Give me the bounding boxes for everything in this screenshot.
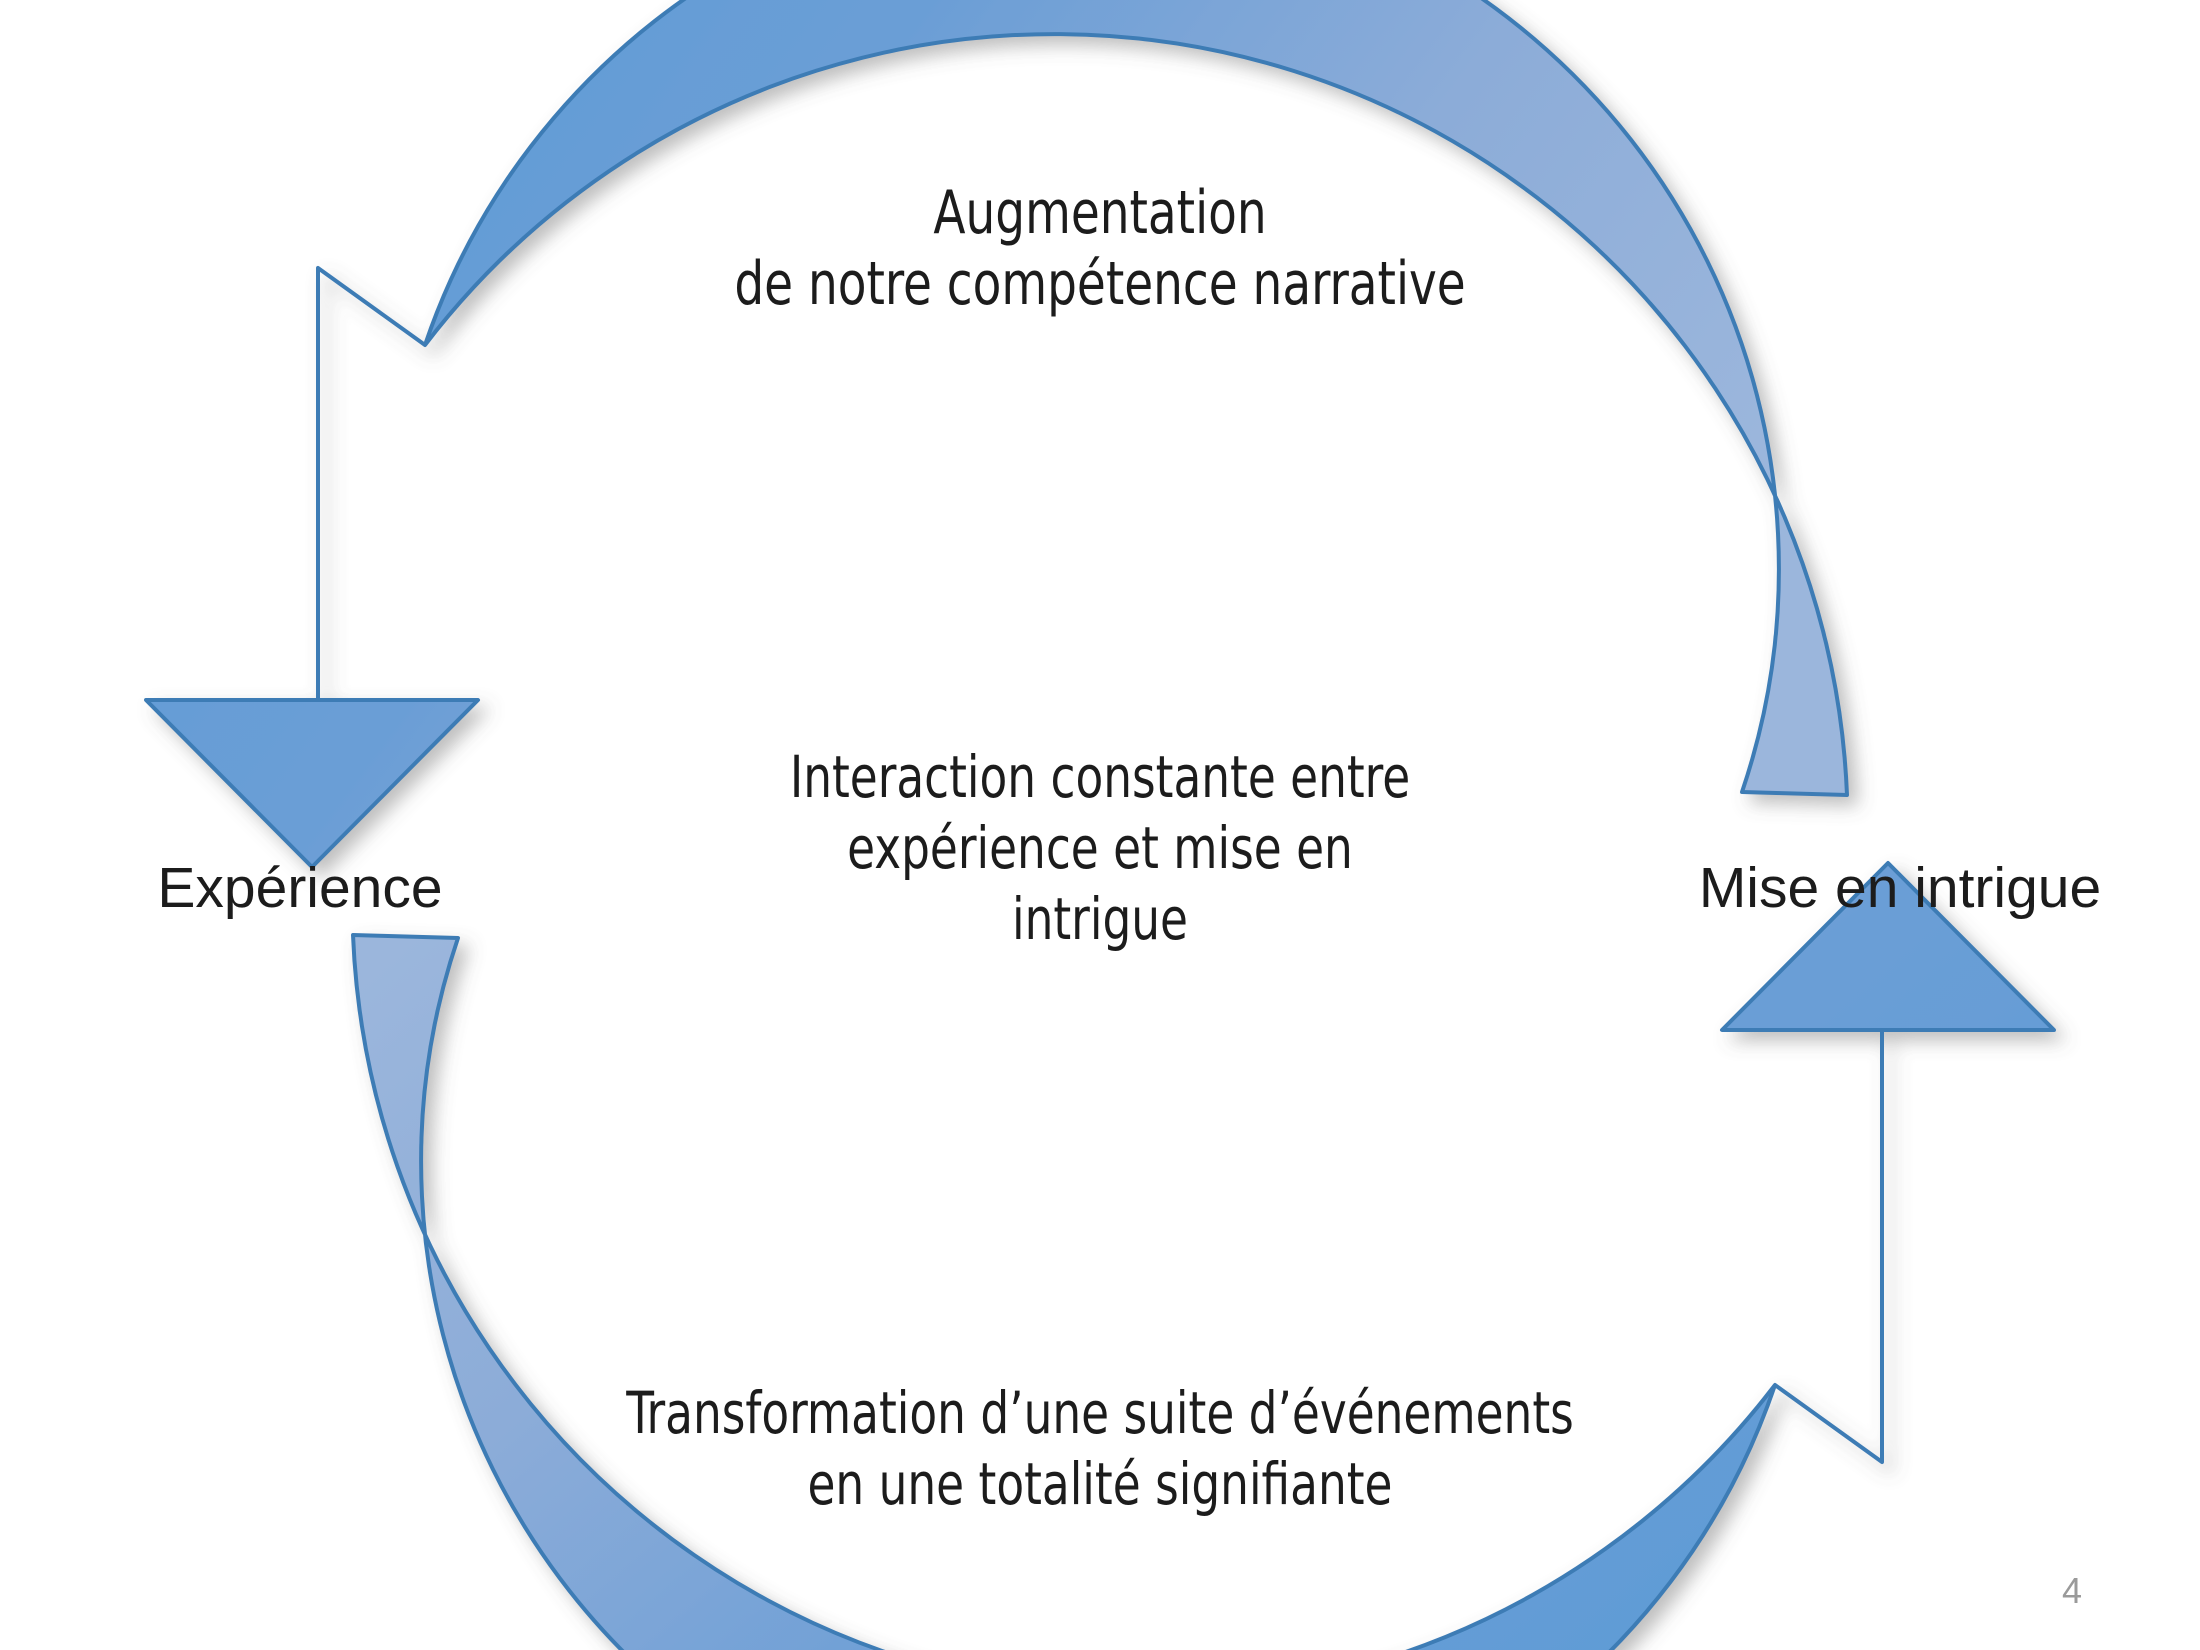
- center-caption: Interaction constante entre expérience e…: [789, 743, 1411, 953]
- node-label-mise-en-intrigue: Mise en intrigue: [1698, 856, 2102, 920]
- arrow-bottom-caption: Transformation d’une suite d’événements …: [626, 1379, 1574, 1518]
- arrow-bottom-shape: [351, 861, 2056, 1650]
- arrow-top-caption: Augmentation de notre compétence narrati…: [734, 178, 1466, 319]
- arrow-top-shape: [144, 0, 1849, 869]
- node-label-experience: Expérience: [157, 856, 443, 920]
- page-number: 4: [2061, 1570, 2082, 1611]
